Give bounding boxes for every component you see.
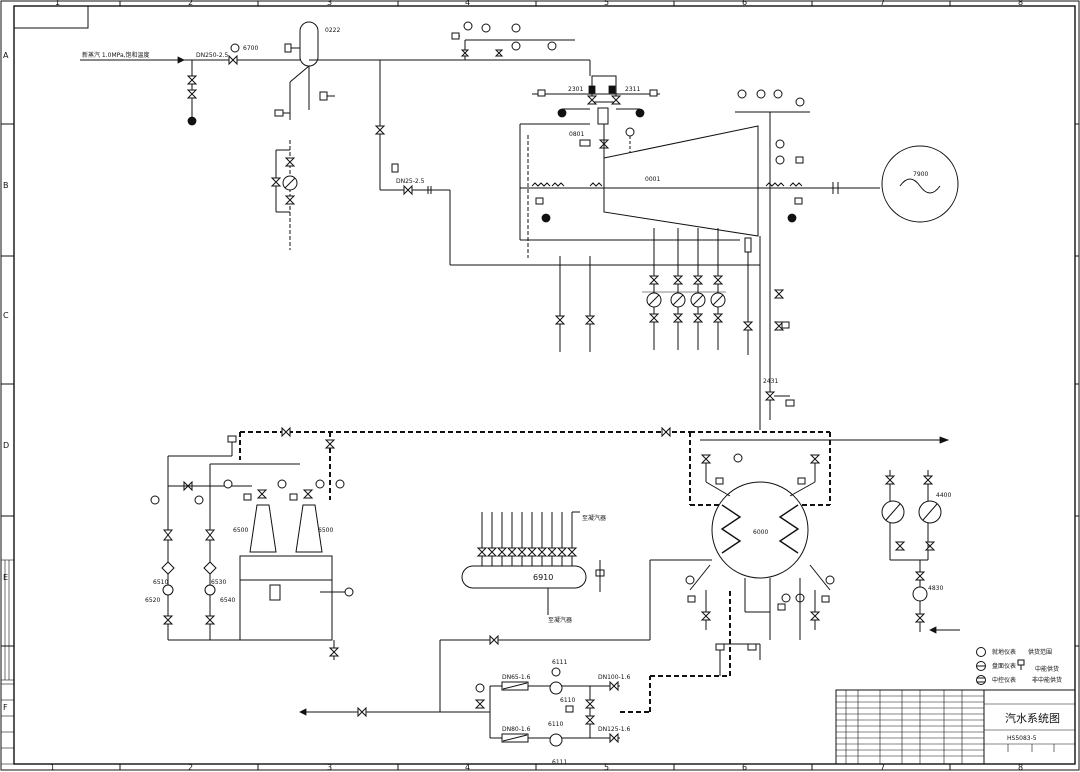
tag-0001: 0001 — [645, 176, 660, 183]
col-label-2: 2 — [188, 0, 193, 7]
tag-6000: 6000 — [753, 529, 768, 536]
legend-panel-text: 盘面仪表 — [992, 662, 1016, 670]
legend-dcs-icon — [976, 675, 986, 685]
svg-text:DN100-1.6: DN100-1.6 — [598, 674, 630, 681]
extraction-valve-bank — [554, 228, 790, 355]
pipe-size-label: DN250-2.5 — [196, 52, 228, 59]
safety-valve-2431[interactable]: 2431 — [763, 378, 795, 407]
col-label-4b: 4 — [465, 763, 470, 772]
tag-6110-a: 6110 — [560, 697, 575, 704]
row-label-f: F — [3, 703, 8, 712]
drawing-number: HS5083-5 — [1007, 735, 1037, 742]
top-instrument-cluster — [451, 21, 575, 60]
valve-inlet-icon[interactable] — [403, 184, 413, 196]
tag-2301: 2301 — [568, 86, 583, 93]
col-label-1: 1 — [55, 0, 60, 7]
ejector-system-6500: 6500 6500 6510 6520 6530 6540 — [145, 432, 354, 660]
svg-text:DN25-2.5: DN25-2.5 — [396, 178, 425, 185]
title-block: 汽水系统图 HS5083-5 — [835, 689, 1076, 765]
corner-box — [13, 5, 89, 29]
col-label-5b: 5 — [604, 763, 609, 772]
tag-0222: 0222 — [325, 27, 340, 34]
valve-6700-icon[interactable] — [228, 54, 238, 66]
tag-6110-b: 6110 — [548, 721, 563, 728]
row-label-e: E — [3, 573, 8, 582]
col-label-8: 8 — [1018, 0, 1023, 7]
tag-4400: 4400 — [936, 492, 951, 499]
valve-main-steam-icon[interactable] — [374, 125, 386, 135]
svg-text:DN80-1.6: DN80-1.6 — [502, 726, 531, 733]
tag-6530: 6530 — [211, 579, 226, 586]
steam-inlet-label: 新蒸汽 1.0MPa,饱和温度 — [82, 51, 150, 59]
legend-nonsupply-text: 非中能供货 — [1032, 676, 1062, 684]
col-label-6b: 6 — [742, 763, 747, 772]
steam-inlet-line: 新蒸汽 1.0MPa,饱和温度 DN250-2.5 6700 — [80, 43, 330, 126]
col-label-8b: 8 — [1018, 763, 1023, 772]
condensate-header — [240, 426, 950, 506]
col-label-7b: 7 — [880, 763, 885, 772]
svg-text:DN125-1.6: DN125-1.6 — [598, 726, 630, 733]
col-label-5: 5 — [604, 0, 609, 7]
tag-6111-a: 6111 — [552, 659, 567, 666]
col-label-4: 4 — [465, 0, 470, 7]
main-steam-line: DN25-2.5 — [374, 125, 760, 266]
column-markers: 1 2 3 4 5 6 7 8 1 2 3 4 5 6 7 8 — [50, 0, 1023, 772]
condenser-6000[interactable]: 6000 — [649, 453, 835, 640]
tag-0801: 0801 — [569, 131, 584, 138]
tag-6540: 6540 — [220, 597, 235, 604]
tag-4830: 4830 — [928, 585, 943, 592]
col-label-3b: 3 — [327, 763, 332, 772]
tag-6500-a: 6500 — [233, 527, 248, 534]
row-markers: A B C D E F — [1, 51, 1079, 712]
separator-vessel[interactable] — [299, 21, 319, 67]
turbine-0001[interactable]: 0001 — [519, 123, 850, 258]
ejector-a[interactable] — [249, 504, 277, 553]
tag-6111-b: 6111 — [552, 759, 567, 766]
pump-6110-b[interactable] — [549, 733, 563, 747]
to-condenser-2: 至凝汽器 — [548, 616, 572, 624]
legend-scope-text: 供货范围 — [1028, 648, 1052, 656]
gland-condenser-6910[interactable]: 6910 至凝汽器 至凝汽器 — [461, 511, 606, 624]
ejector-b[interactable] — [295, 504, 323, 553]
legend-local-text: 就地仪表 — [992, 648, 1016, 656]
col-label-2b: 2 — [188, 763, 193, 772]
col-label-6: 6 — [742, 0, 747, 7]
tag-7900: 7900 — [913, 171, 928, 178]
col-label-3: 3 — [327, 0, 332, 7]
row-label-c: C — [3, 311, 9, 320]
col-label-1b: 1 — [50, 763, 55, 772]
legend-supply-text: 中能供货 — [1035, 665, 1059, 673]
cooler-4400[interactable]: 4400 4830 — [881, 470, 960, 634]
row-label-a: A — [3, 51, 9, 60]
legend-local-icon — [976, 647, 986, 657]
inner-border — [13, 5, 1076, 765]
legend: 就地仪表 盘面仪表 中控仪表 供货范围 中能供货 非中能供货 — [976, 647, 1062, 685]
svg-text:DN65-1.6: DN65-1.6 — [502, 674, 531, 681]
tag-6700: 6700 — [243, 45, 258, 52]
separator-tank-0222: 0222 — [270, 21, 590, 250]
col-label-7: 7 — [880, 0, 885, 7]
tag-2431: 2431 — [763, 378, 778, 385]
row-label-d: D — [3, 441, 9, 450]
tag-2311: 2311 — [625, 86, 640, 93]
to-condenser-1: 至凝汽器 — [582, 514, 606, 522]
pump-6110-a[interactable] — [549, 681, 563, 695]
tag-6910: 6910 — [533, 573, 553, 582]
row-label-b: B — [3, 181, 9, 190]
legend-dcs-text: 中控仪表 — [992, 676, 1016, 684]
revision-strip — [0, 559, 15, 765]
tag-6510: 6510 — [153, 579, 168, 586]
tag-6500-b: 6500 — [318, 527, 333, 534]
tag-6520: 6520 — [145, 597, 160, 604]
generator-7900[interactable]: 7900 — [850, 145, 959, 223]
rear-instruments — [735, 89, 810, 430]
condensate-pumps-6110: DN65-1.6 DN80-1.6 6111 6110 6110 6111 DN… — [299, 590, 761, 766]
drawing-title: 汽水系统图 — [1005, 711, 1060, 725]
